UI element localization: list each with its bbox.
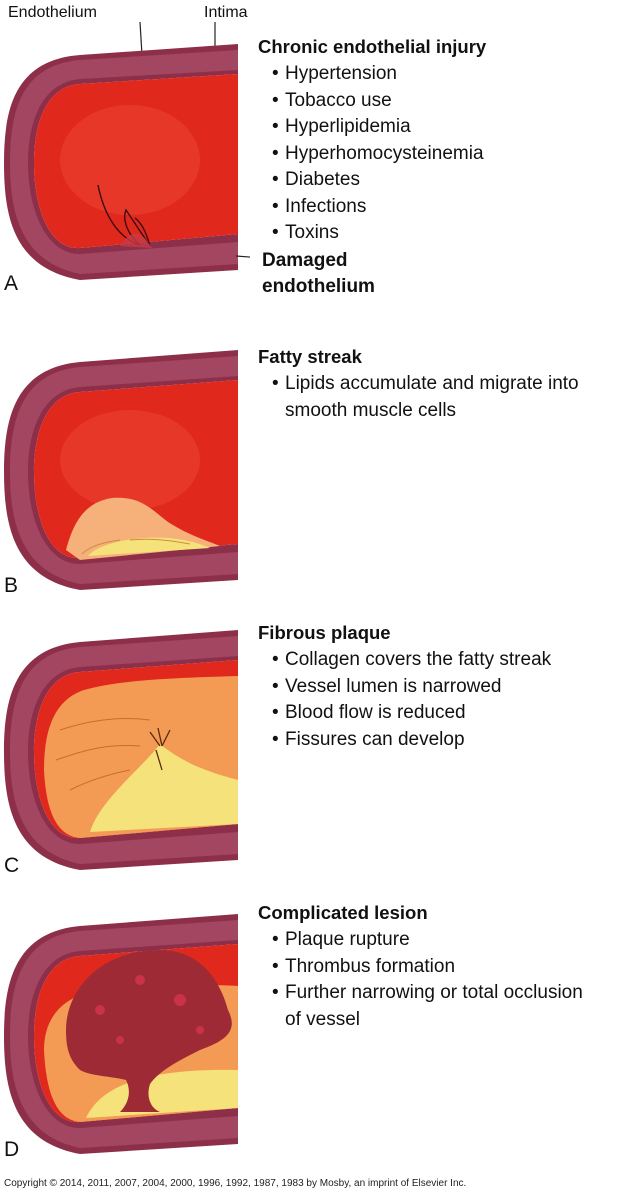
panel-d: D Complicated lesion Plaque rupture Thro… [0,900,624,1170]
bullet-item: Infections [272,194,620,221]
panel-letter: D [4,1138,20,1161]
panel-c: C Fibrous plaque Collagen covers the fat… [0,620,624,890]
bullet-list: Hypertension Tobacco use Hyperlipidemia … [258,61,620,247]
bullet-item: Tobacco use [272,88,620,115]
bullet-item: Hyperhomocysteinemia [272,141,620,168]
bullet-item: Hypertension [272,61,620,88]
panel-letter: B [4,574,19,597]
panel-text: Fibrous plaque Collagen covers the fatty… [258,622,620,753]
bullet-item: Collagen covers the fatty streak [272,647,620,674]
panel-text: Complicated lesion Plaque rupture Thromb… [258,902,620,1033]
panel-b: B Fatty streak Lipids accumulate and mig… [0,340,624,610]
bullet-item: Thrombus formation [272,954,620,981]
bullet-item: Blood flow is reduced [272,700,620,727]
panel-heading: Chronic endothelial injury [258,36,487,57]
bullet-item: Diabetes [272,167,620,194]
bullet-item: Lipids accumulate and migrate into smoot… [272,371,615,424]
bullet-list: Lipids accumulate and migrate into smoot… [258,371,620,424]
vessel-illustration-a [4,21,250,280]
bullet-item: Vessel lumen is narrowed [272,674,620,701]
panel-heading: Fatty streak [258,346,362,367]
panel-heading: Fibrous plaque [258,622,391,643]
vessel-illustration-d [4,914,238,1154]
panel-a: A Chronic endothelial injury Hypertensio… [0,0,624,300]
vessel-illustration-b [4,350,238,590]
panel-letter: C [4,854,20,877]
vessel-illustration-c [4,630,238,870]
bullet-list: Plaque rupture Thrombus formation Furthe… [258,927,620,1033]
panel-letter: A [4,272,19,295]
panel-heading: Complicated lesion [258,902,428,923]
endothelium-label: Endothelium [8,4,97,21]
panel-text: Fatty streak Lipids accumulate and migra… [258,346,620,424]
panel-text: Chronic endothelial injury Hypertension … [258,36,620,247]
copyright-notice: Copyright © 2014, 2011, 2007, 2004, 2000… [4,1178,467,1189]
damaged-endothelium-label: Damaged endothelium [262,250,375,297]
bullet-item: Plaque rupture [272,927,620,954]
bullet-list: Collagen covers the fatty streak Vessel … [258,647,620,753]
bullet-item: Hyperlipidemia [272,114,620,141]
bullet-item: Further narrowing or total occlusion of … [272,980,585,1033]
bullet-item: Fissures can develop [272,727,620,754]
intima-label: Intima [204,4,248,21]
bullet-item: Toxins [272,220,620,247]
